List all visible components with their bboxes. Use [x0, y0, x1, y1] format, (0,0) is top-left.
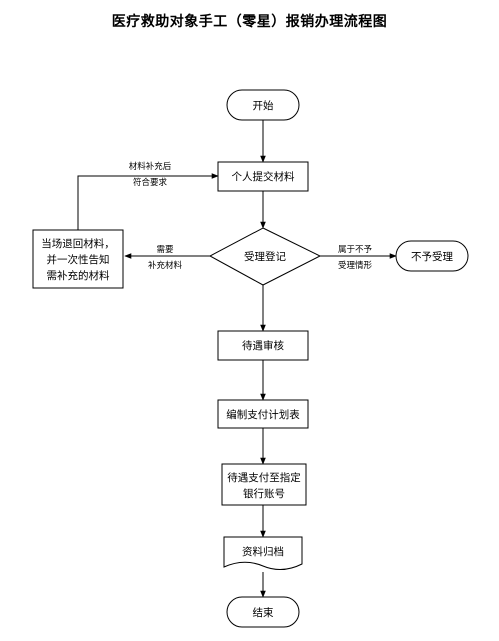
note-not-accept-line-2: 受理情形	[338, 260, 373, 271]
note-resubmit-line-1: 材料补充后	[129, 161, 172, 172]
supplement-node	[32, 229, 124, 289]
pay-line-1: 待遇支付至指定	[227, 471, 301, 484]
end-label: 结束	[253, 606, 274, 619]
archive-label: 资料归档	[242, 545, 284, 558]
pay-line-2: 银行账号	[243, 487, 285, 500]
supplement-line-3: 需补充的材料	[47, 269, 110, 282]
plan-node	[217, 399, 309, 429]
note-resubmit-line-2: 符合要求	[133, 177, 168, 188]
note-not-accept-line-1: 属于不予	[338, 245, 373, 255]
supplement-line-2: 并一次性告知	[47, 253, 110, 266]
supplement-line-1: 当场退回材料，	[41, 237, 115, 250]
register-decision	[208, 227, 322, 286]
review-label: 待遇审核	[242, 339, 284, 352]
note-need-supplement-line-2: 补充材料	[148, 260, 183, 271]
pay-node	[221, 463, 307, 506]
start-node	[226, 89, 300, 121]
submit-label: 个人提交材料	[232, 170, 295, 183]
edge-supplement-submit	[77, 173, 219, 230]
submit-node	[217, 161, 309, 192]
page-title: 医疗救助对象手工（零星）报销办理流程图	[111, 14, 388, 30]
register-label: 受理登记	[244, 250, 286, 263]
end-node	[226, 596, 300, 628]
reject-node	[395, 240, 469, 272]
note-need-supplement-line-1: 需要	[156, 245, 174, 255]
reject-label: 不予受理	[411, 251, 453, 263]
plan-label: 编制支付计划表	[226, 408, 300, 421]
archive-node	[223, 536, 303, 570]
start-label: 开始	[253, 99, 274, 112]
review-node	[217, 330, 309, 361]
